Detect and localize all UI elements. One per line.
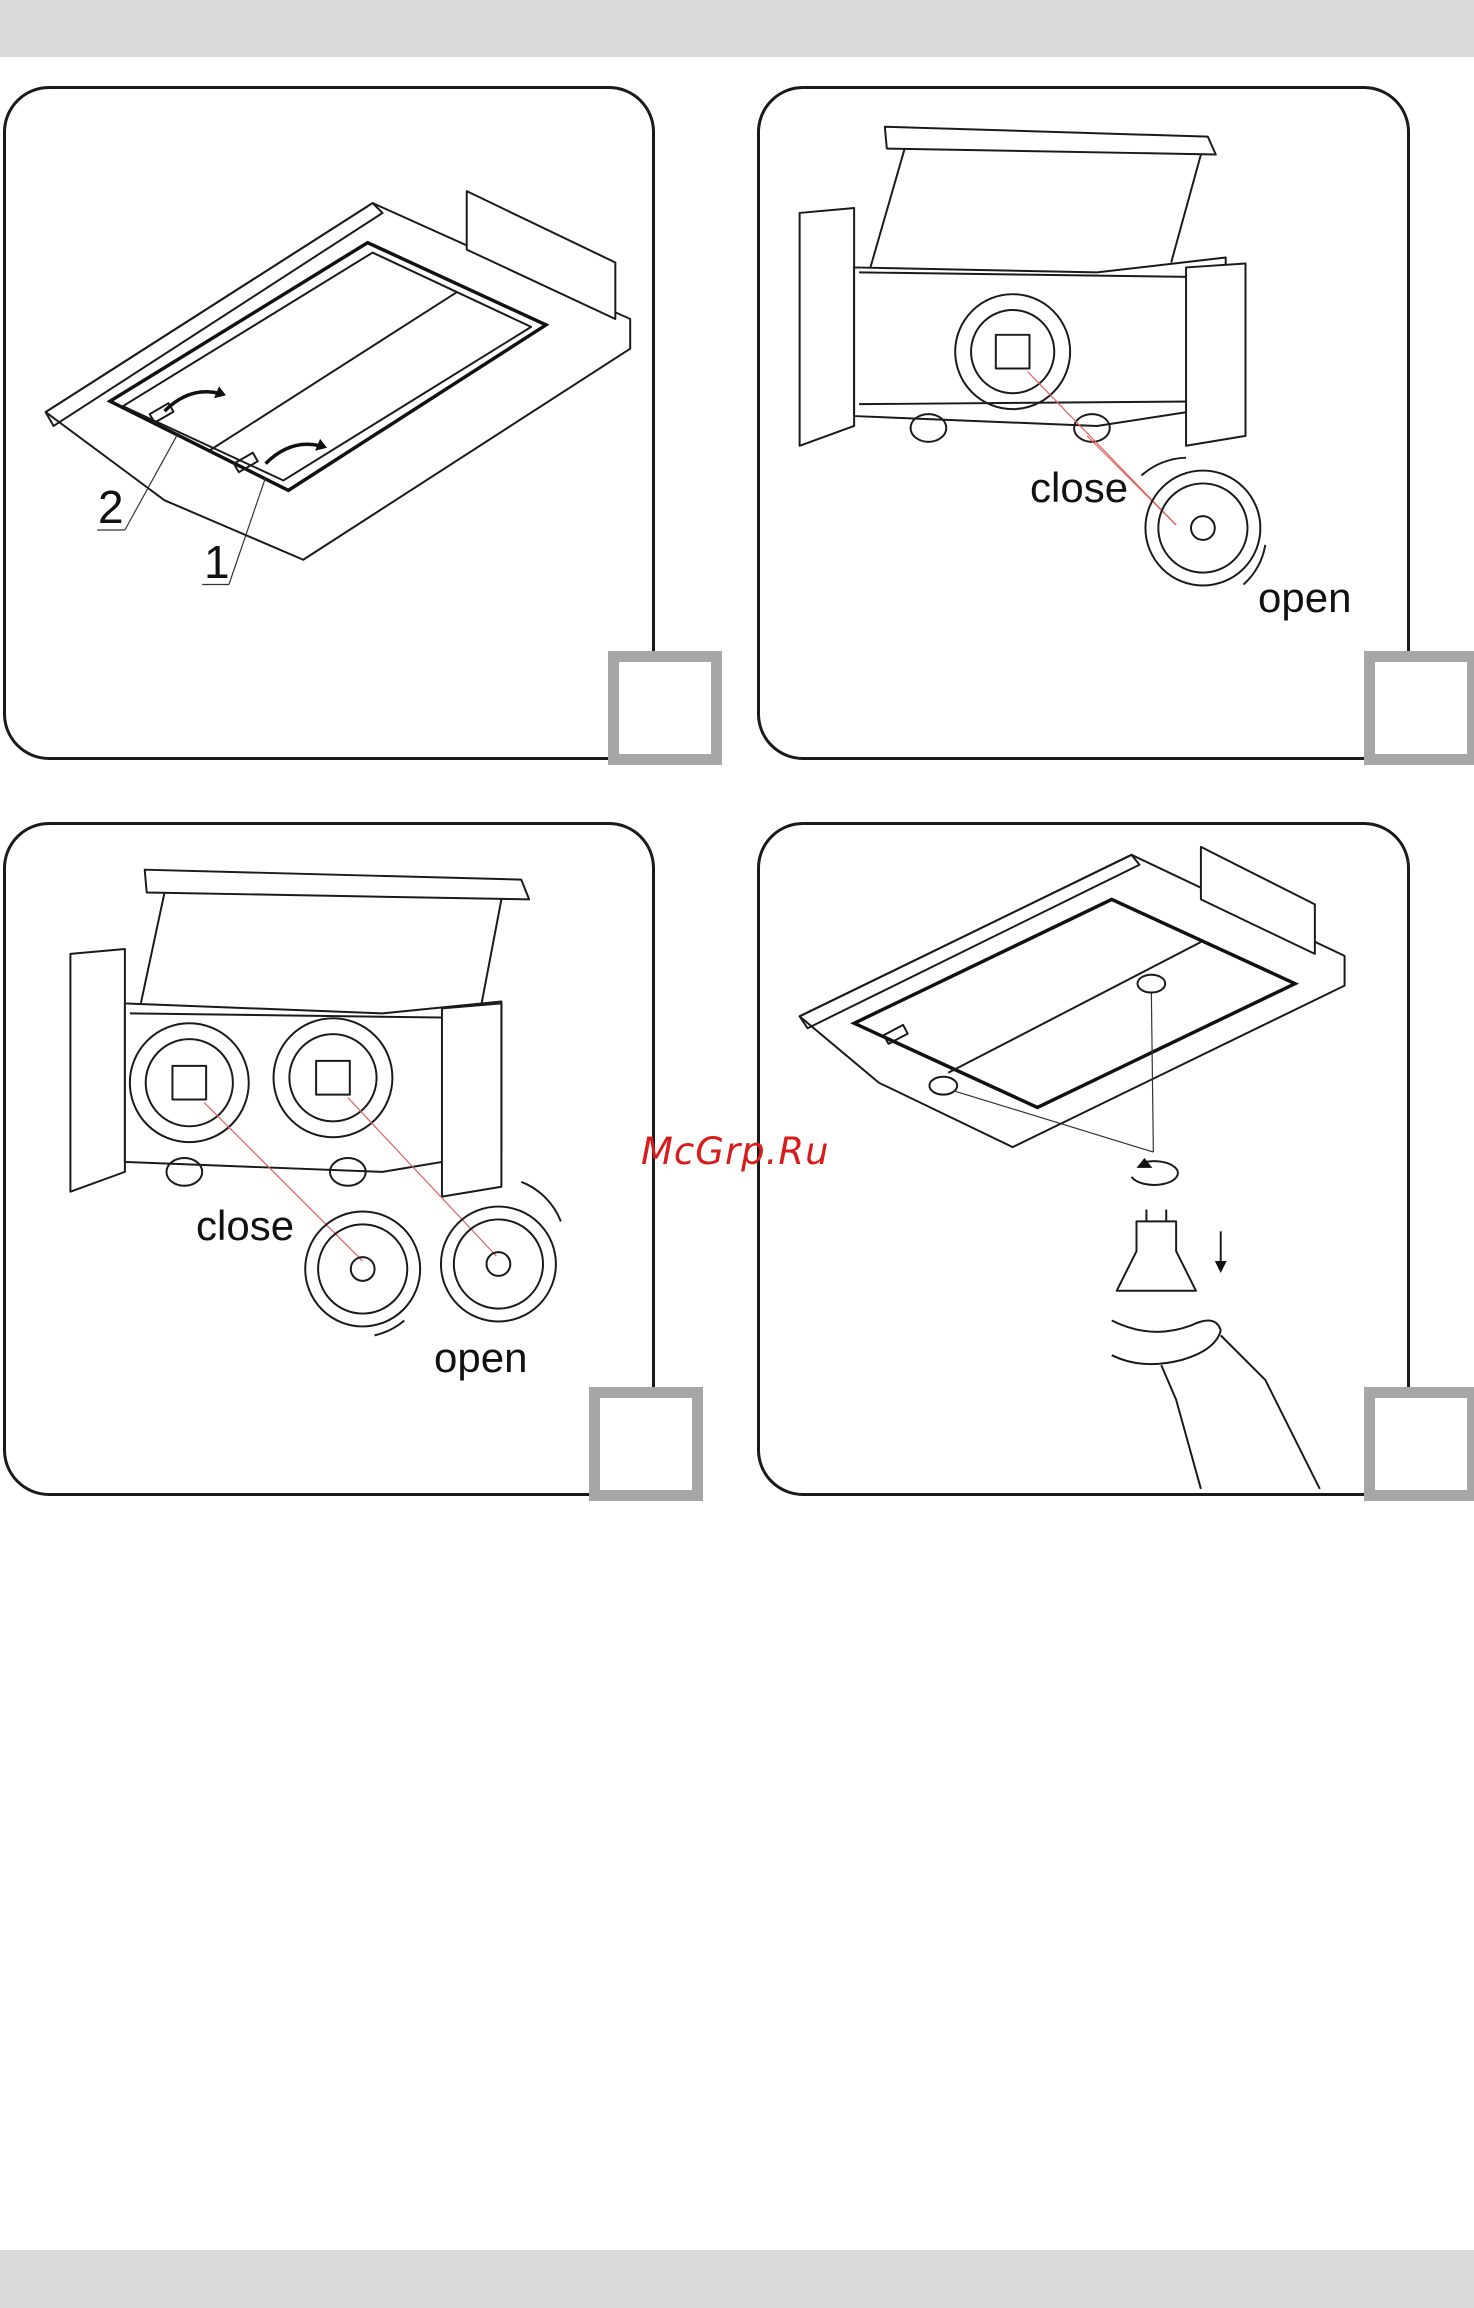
hood-double-motor-filters-illustration: [6, 825, 652, 1493]
panel-replace-lamp: [757, 822, 1410, 1496]
step-number-box: [589, 1387, 703, 1501]
hood-filter-latch-illustration: [6, 89, 652, 757]
callout-2: 2: [98, 484, 124, 530]
step-number-box: [1364, 1387, 1474, 1501]
close-label: close: [1030, 467, 1128, 509]
open-label: open: [1258, 577, 1351, 619]
close-label: close: [196, 1205, 294, 1247]
step-number-box: [608, 651, 722, 765]
watermark: McGrp.Ru: [641, 1130, 830, 1173]
top-band: [0, 0, 1474, 57]
open-label: open: [434, 1337, 527, 1379]
hood-lamp-replacement-illustration: [760, 825, 1407, 1493]
panel-single-motor-carbon-filter: close open: [757, 86, 1410, 760]
callout-1: 1: [204, 539, 230, 585]
hood-single-motor-filter-illustration: [760, 89, 1407, 757]
panel-double-motor-carbon-filters: close open: [3, 822, 655, 1496]
step-number-box: [1364, 651, 1474, 765]
panel-remove-grease-filters: 2 1: [3, 86, 655, 760]
bottom-band: [0, 2250, 1474, 2308]
